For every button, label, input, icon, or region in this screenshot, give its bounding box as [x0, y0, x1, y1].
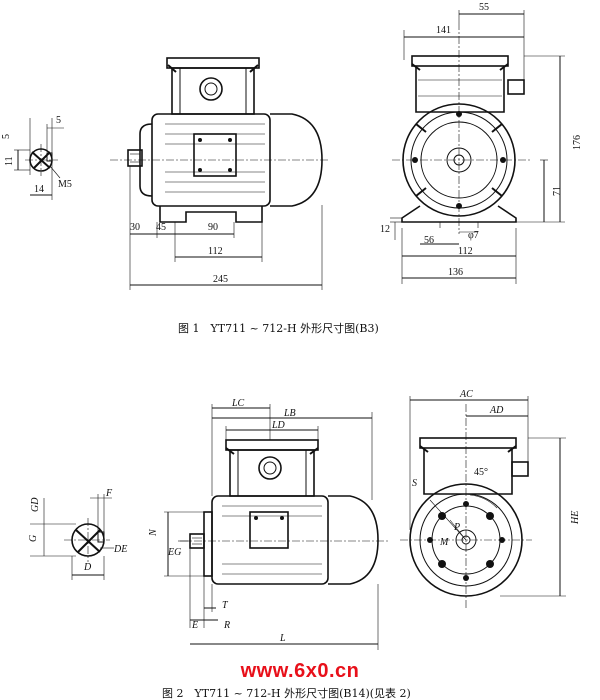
dim-112-end: 112 [458, 246, 473, 257]
dim-176: 176 [572, 135, 583, 150]
dim-F: F [105, 488, 113, 499]
dim-G: G [28, 535, 39, 542]
dim-E: E [191, 620, 198, 631]
dim-AD: AD [489, 405, 504, 416]
dim-12: 12 [380, 224, 390, 235]
fig1-shaft-section: 5 5 11 14 M5 [1, 115, 72, 200]
dim-HE: HE [570, 511, 581, 525]
fig2-shaft-section: F GD G DE D [28, 488, 127, 580]
dim-P: P [453, 522, 460, 533]
fig1-side-view: 30 45 90 112 245 [110, 57, 330, 290]
fig1-end-view: 55 141 176 71 12 56 φ7 112 136 [380, 2, 583, 284]
dim-R: R [223, 620, 230, 631]
dim-D: D [83, 562, 92, 573]
dim-EG: EG [167, 547, 181, 558]
dim-T: T [222, 600, 229, 611]
dim-45: 45 [156, 222, 166, 233]
fig2-end-view: 45° S P M AC AD HE [400, 389, 581, 608]
dim-DE: DE [113, 544, 127, 555]
dim-L: L [279, 633, 286, 644]
dim-245: 245 [213, 274, 228, 285]
thread-m5: M5 [58, 179, 72, 190]
dim-phi7: φ7 [468, 230, 479, 241]
dim-N: N [148, 528, 159, 537]
dim-112: 112 [208, 246, 223, 257]
dim-LB: LB [283, 408, 296, 419]
dim-M: M [439, 537, 449, 548]
angle-45: 45° [474, 467, 488, 478]
dim-136: 136 [448, 267, 463, 278]
dim-14: 14 [34, 184, 44, 195]
dim-56: 56 [424, 235, 434, 246]
fig2-caption: 图 2 YT711 ~ 712-H 外形尺寸图(B14)(见表 2) [162, 686, 411, 700]
dim-71: 71 [552, 186, 563, 196]
dim-AC: AC [459, 389, 473, 400]
dim-5-right: 5 [56, 115, 61, 126]
dim-S: S [412, 478, 417, 489]
fig1-caption: 图 1 YT711 ~ 712-H 外形尺寸图(B3) [178, 321, 379, 335]
dim-LC: LC [231, 398, 245, 409]
watermark: www.6x0.cn [240, 660, 360, 682]
dim-141: 141 [436, 25, 451, 36]
dim-LD: LD [271, 420, 286, 431]
dim-5-left: 5 [1, 134, 12, 139]
fig2-side-view: LC LB LD N EG T E R L [148, 398, 388, 650]
dim-GD: GD [30, 497, 41, 512]
dim-55: 55 [479, 2, 489, 13]
dim-90: 90 [208, 222, 218, 233]
dim-30: 30 [130, 222, 140, 233]
dim-11: 11 [4, 156, 15, 166]
